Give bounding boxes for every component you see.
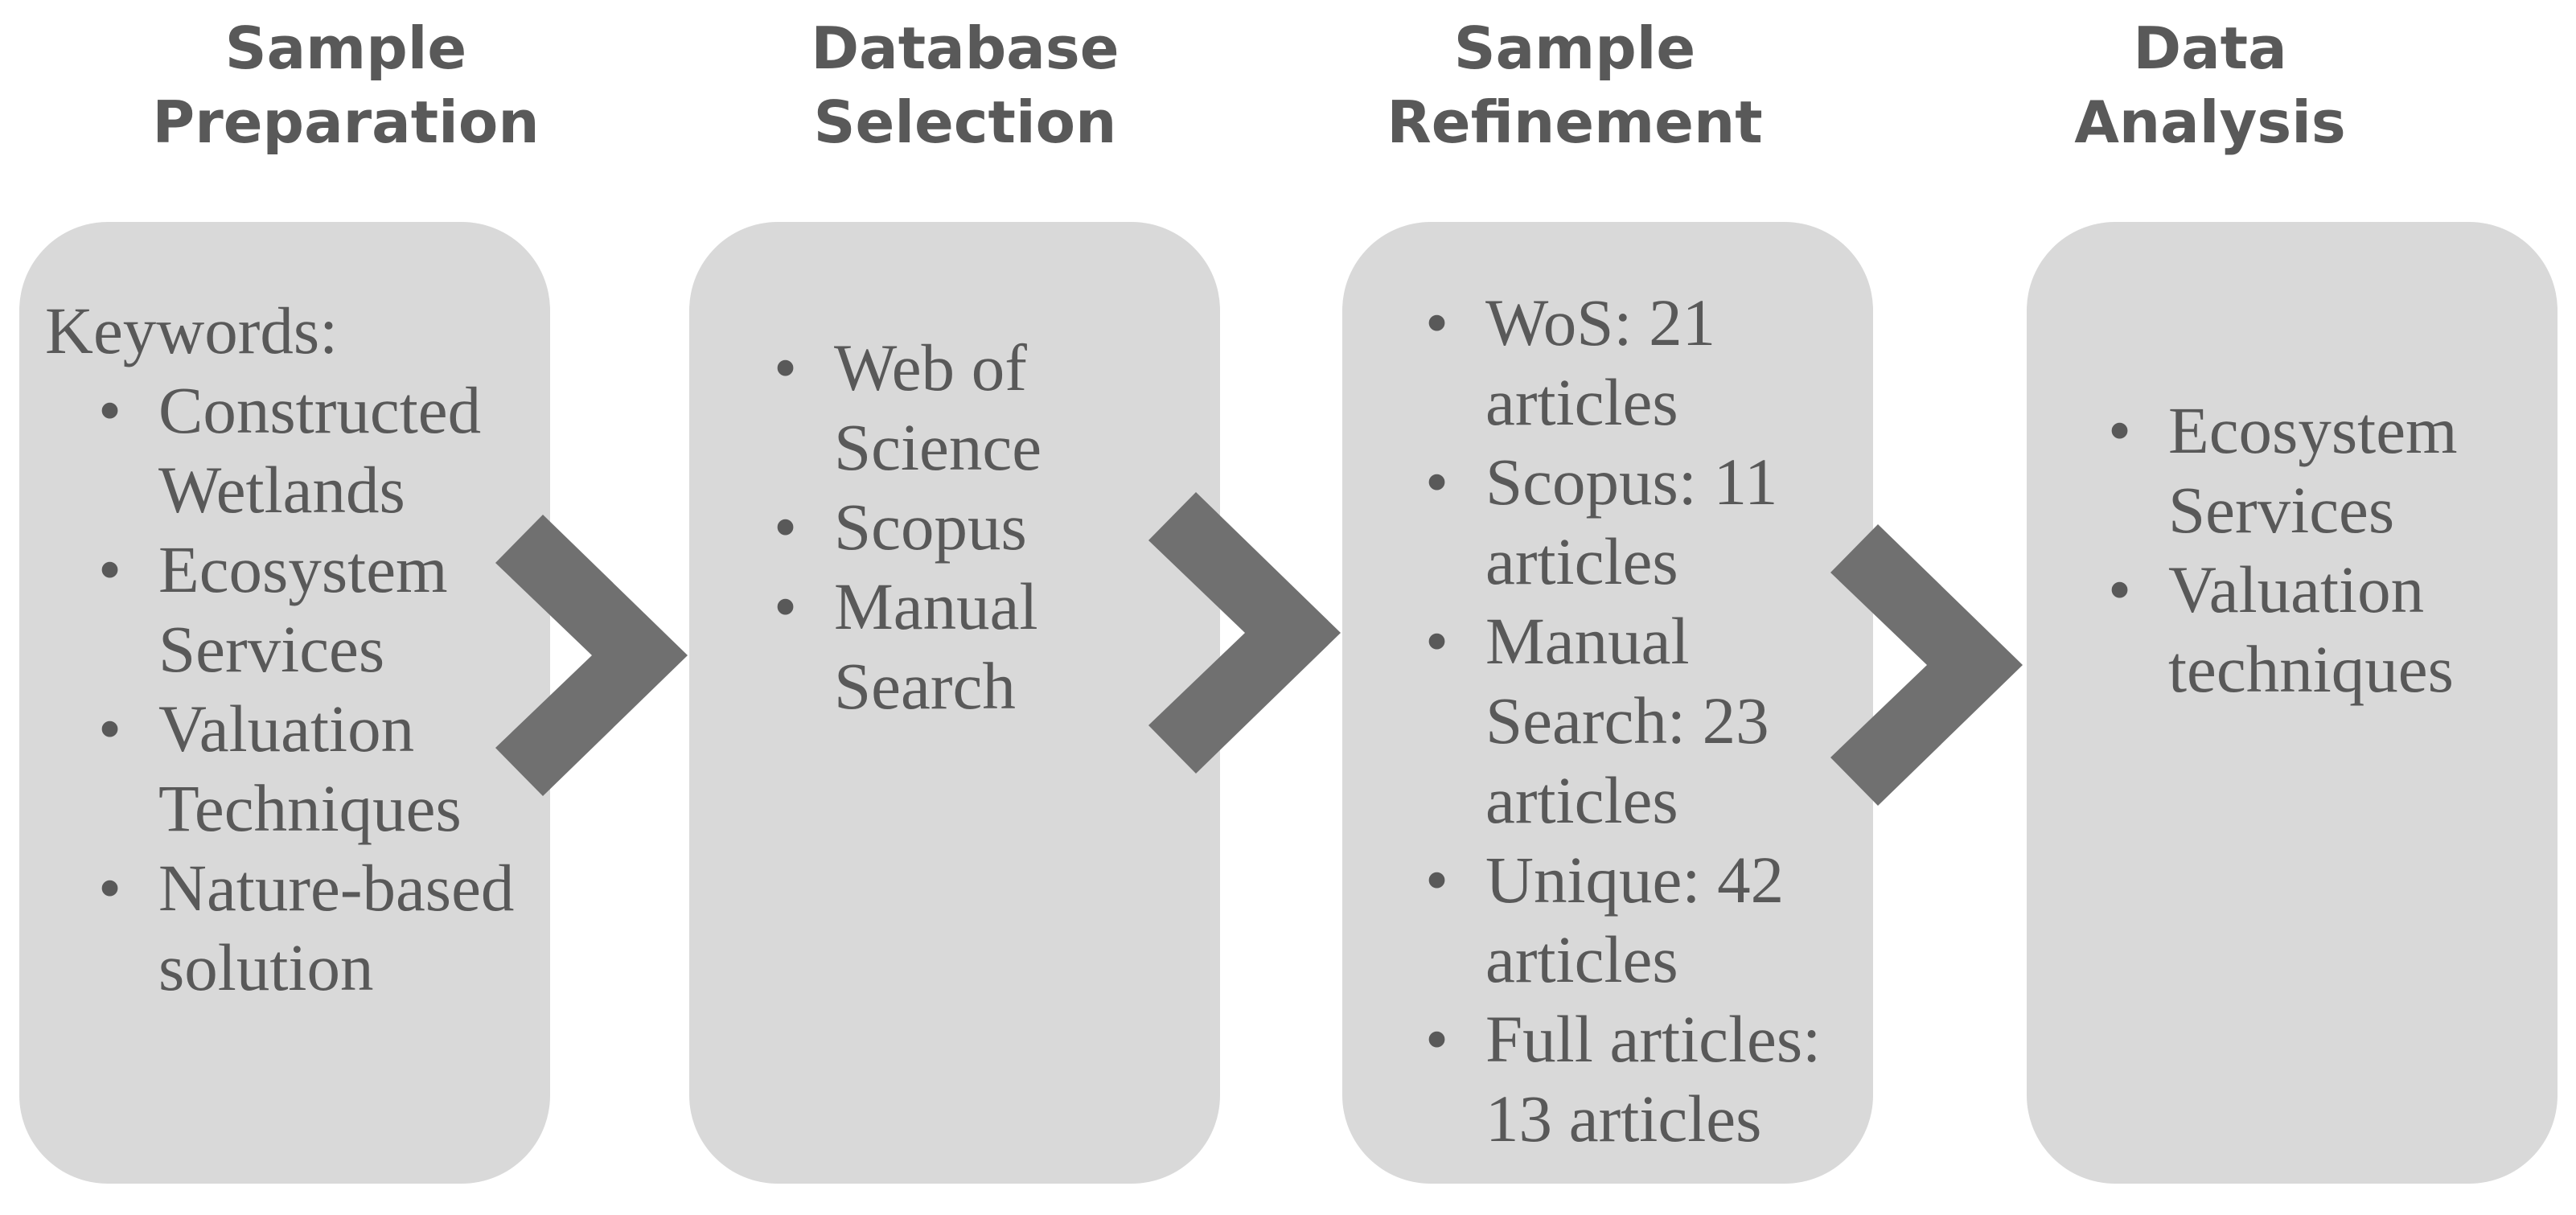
list-item: • Unique: 42 articles — [1372, 840, 1871, 1000]
bullet-dot: • — [98, 851, 122, 925]
stage-2-title-line-1: Database — [811, 14, 1120, 82]
list-item: • Scopus: 11 articles — [1372, 442, 1871, 601]
list-item: • Manual Search: 23 articles — [1372, 601, 1871, 840]
stage-1-intro: Keywords: — [45, 293, 339, 367]
stage-1-title-line-1: Sample — [224, 14, 467, 82]
list-item: • Full articles: 13 articles — [1372, 1000, 1871, 1159]
bullet-dot: • — [774, 490, 798, 564]
bullet-dot: • — [1425, 285, 1449, 359]
stage-4-title-line-2: Analysis — [2074, 88, 2346, 156]
bullet-dot: • — [98, 692, 122, 766]
bullet-dot: • — [2108, 552, 2132, 626]
bullet-dot: • — [1425, 445, 1449, 519]
stage-3-title: Sample Refinement — [1309, 11, 1840, 159]
stage-4-content: • Ecosystem Services • Valuation techniq… — [2055, 391, 2553, 709]
bullet-dot: • — [2108, 393, 2132, 467]
bullet-dot: • — [1425, 604, 1449, 678]
list-item: • Ecosystem Services — [2055, 391, 2553, 550]
stage-3-card — [1342, 222, 1873, 1184]
stage-3-list: • WoS: 21 articles • Scopus: 11 articles… — [1372, 283, 1871, 1159]
list-item: • Ecosystem Services — [45, 530, 544, 689]
stage-3-title-line-2: Refinement — [1387, 88, 1763, 156]
stage-2-title-line-2: Selection — [813, 88, 1117, 156]
stage-4-title-line-1: Data — [2133, 14, 2287, 82]
list-item: • Valuation Techniques — [45, 689, 544, 848]
bullet-dot: • — [98, 373, 122, 447]
stage-4-title: Data Analysis — [1945, 11, 2475, 159]
bullet-dot: • — [1425, 1002, 1449, 1076]
stage-4-list: • Ecosystem Services • Valuation techniq… — [2055, 391, 2553, 709]
stage-2-card — [689, 222, 1220, 1184]
list-item: • Scopus — [721, 487, 1203, 567]
bullet-dot: • — [774, 330, 798, 404]
stage-1-list: • Constructed Wetlands • Ecosystem Servi… — [45, 371, 544, 1008]
stage-1-title: Sample Preparation — [80, 11, 611, 159]
stage-3-content: • WoS: 21 articles • Scopus: 11 articles… — [1372, 283, 1871, 1159]
stage-3-title-line-1: Sample — [1453, 14, 1696, 82]
list-item: • Nature-based solution — [45, 848, 544, 1008]
stage-2-content: • Web of Science • Scopus • Manual Searc… — [721, 328, 1203, 726]
list-item: • Constructed Wetlands — [45, 371, 544, 530]
stage-2-list: • Web of Science • Scopus • Manual Searc… — [721, 328, 1203, 726]
list-item: • Valuation techniques — [2055, 550, 2553, 709]
list-item: • WoS: 21 articles — [1372, 283, 1871, 442]
bullet-dot: • — [1425, 843, 1449, 917]
stage-1-card — [19, 222, 550, 1184]
stage-4-card — [2027, 222, 2558, 1184]
list-item: • Web of Science — [721, 328, 1203, 487]
stage-2-title: Database Selection — [700, 11, 1230, 159]
list-item: • Manual Search — [721, 567, 1203, 726]
bullet-dot: • — [774, 569, 798, 643]
stage-1-title-line-2: Preparation — [152, 88, 540, 156]
stage-1-content: Keywords: • Constructed Wetlands • Ecosy… — [45, 291, 544, 1008]
bullet-dot: • — [98, 532, 122, 606]
